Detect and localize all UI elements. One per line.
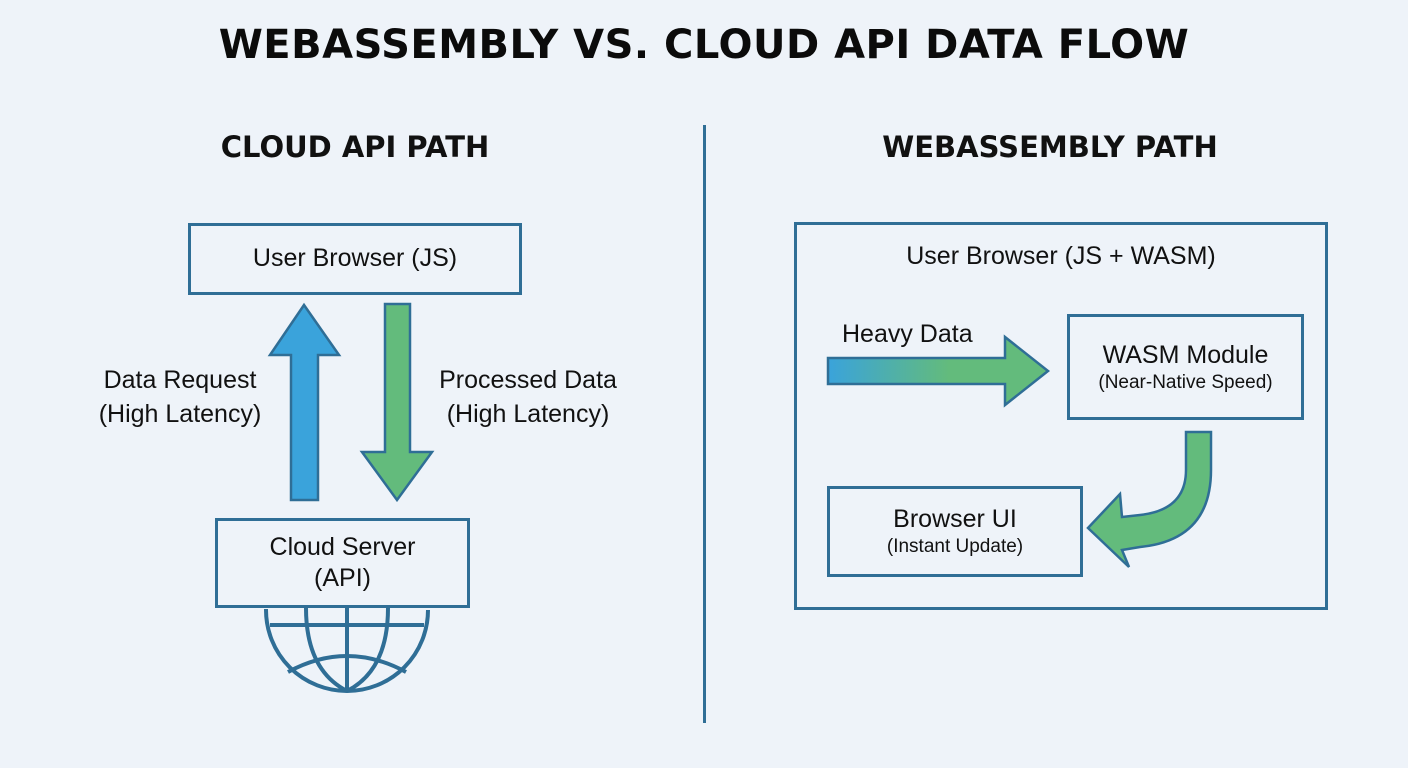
cloud-server-sublabel: (API) bbox=[314, 564, 371, 592]
wasm-browser-label: User Browser (JS + WASM) bbox=[906, 242, 1216, 270]
section-divider bbox=[703, 125, 706, 723]
curved-arrow-icon bbox=[1086, 430, 1213, 568]
processed-data-label-line2: (High Latency) bbox=[446, 399, 610, 428]
heavy-data-label: Heavy Data bbox=[842, 320, 973, 348]
data-request-label: Data Request (High Latency) bbox=[70, 364, 290, 432]
globe-icon bbox=[264, 607, 430, 693]
diagram-title: WEBASSEMBLY VS. CLOUD API DATA FLOW bbox=[218, 22, 1190, 68]
browser-ui-label: Browser UI bbox=[893, 505, 1017, 533]
cloud-server-label: Cloud Server bbox=[269, 532, 416, 561]
data-request-label-line1: Data Request bbox=[103, 366, 257, 394]
heavy-data-arrow-icon bbox=[826, 334, 1051, 408]
data-request-label-line2: (High Latency) bbox=[98, 399, 262, 428]
browser-ui-sublabel: (Instant Update) bbox=[886, 536, 1024, 558]
cloud-path-heading: CLOUD API PATH bbox=[220, 130, 490, 164]
wasm-browser-container bbox=[794, 222, 1328, 610]
processed-data-label: Processed Data (High Latency) bbox=[418, 364, 638, 432]
wasm-path-heading: WEBASSEMBLY PATH bbox=[882, 130, 1218, 164]
wasm-module-box: WASM Module (Near-Native Speed) bbox=[1067, 314, 1304, 420]
wasm-module-label: WASM Module bbox=[1102, 340, 1269, 369]
wasm-module-sublabel: (Near-Native Speed) bbox=[1098, 371, 1273, 393]
browser-ui-box: Browser UI (Instant Update) bbox=[827, 486, 1083, 577]
processed-data-label-line1: Processed Data bbox=[439, 366, 617, 394]
processed-data-arrow-icon bbox=[359, 302, 435, 503]
cloud-server-box: Cloud Server (API) bbox=[215, 518, 470, 608]
data-request-arrow-icon bbox=[267, 302, 342, 502]
user-browser-box: User Browser (JS) bbox=[188, 223, 522, 295]
user-browser-label: User Browser (JS) bbox=[252, 244, 458, 273]
